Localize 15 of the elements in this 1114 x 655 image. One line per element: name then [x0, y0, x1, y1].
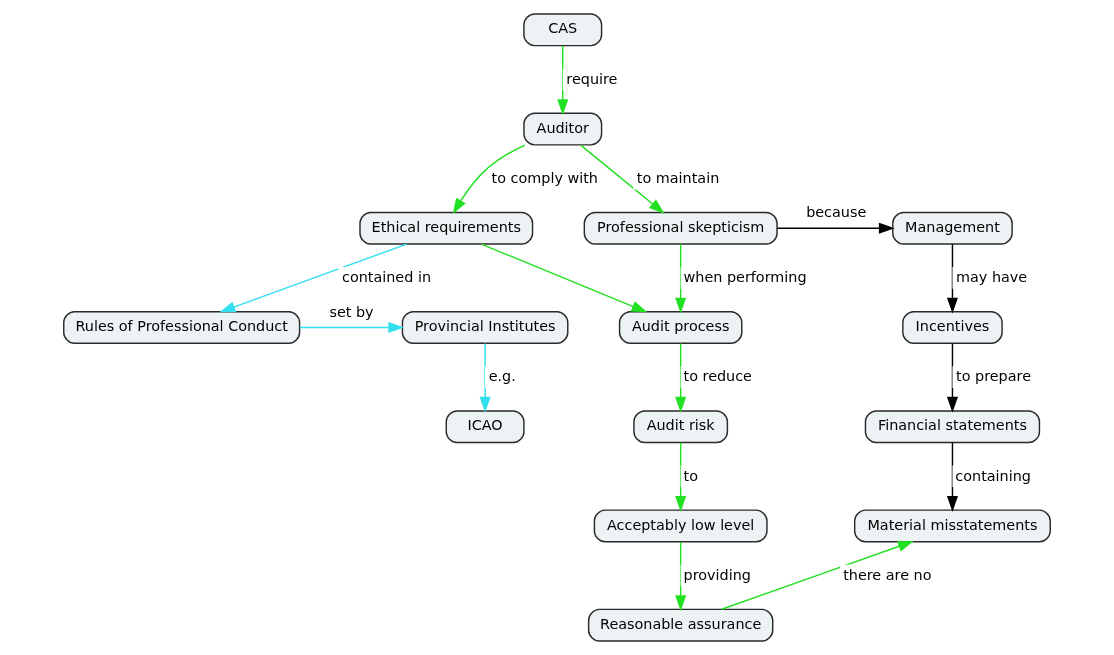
edge-label: containing	[955, 467, 1031, 484]
edge-label: contained in	[342, 269, 432, 286]
edge-label: to maintain	[636, 169, 720, 186]
edge-label: when performing	[683, 269, 807, 286]
edge-label: to	[683, 467, 698, 484]
edge-label: set by	[329, 303, 374, 320]
edge-label: because	[806, 204, 867, 221]
edge-label: providing	[683, 566, 751, 583]
edge-label: to comply with	[491, 169, 598, 186]
edge-label: require	[566, 70, 618, 87]
edge-label: to prepare	[956, 368, 1031, 385]
edge-label: there are no	[843, 566, 932, 583]
edge-label: may have	[956, 269, 1028, 286]
edge-label: to reduce	[683, 368, 752, 385]
edge-label: e.g.	[488, 368, 516, 385]
